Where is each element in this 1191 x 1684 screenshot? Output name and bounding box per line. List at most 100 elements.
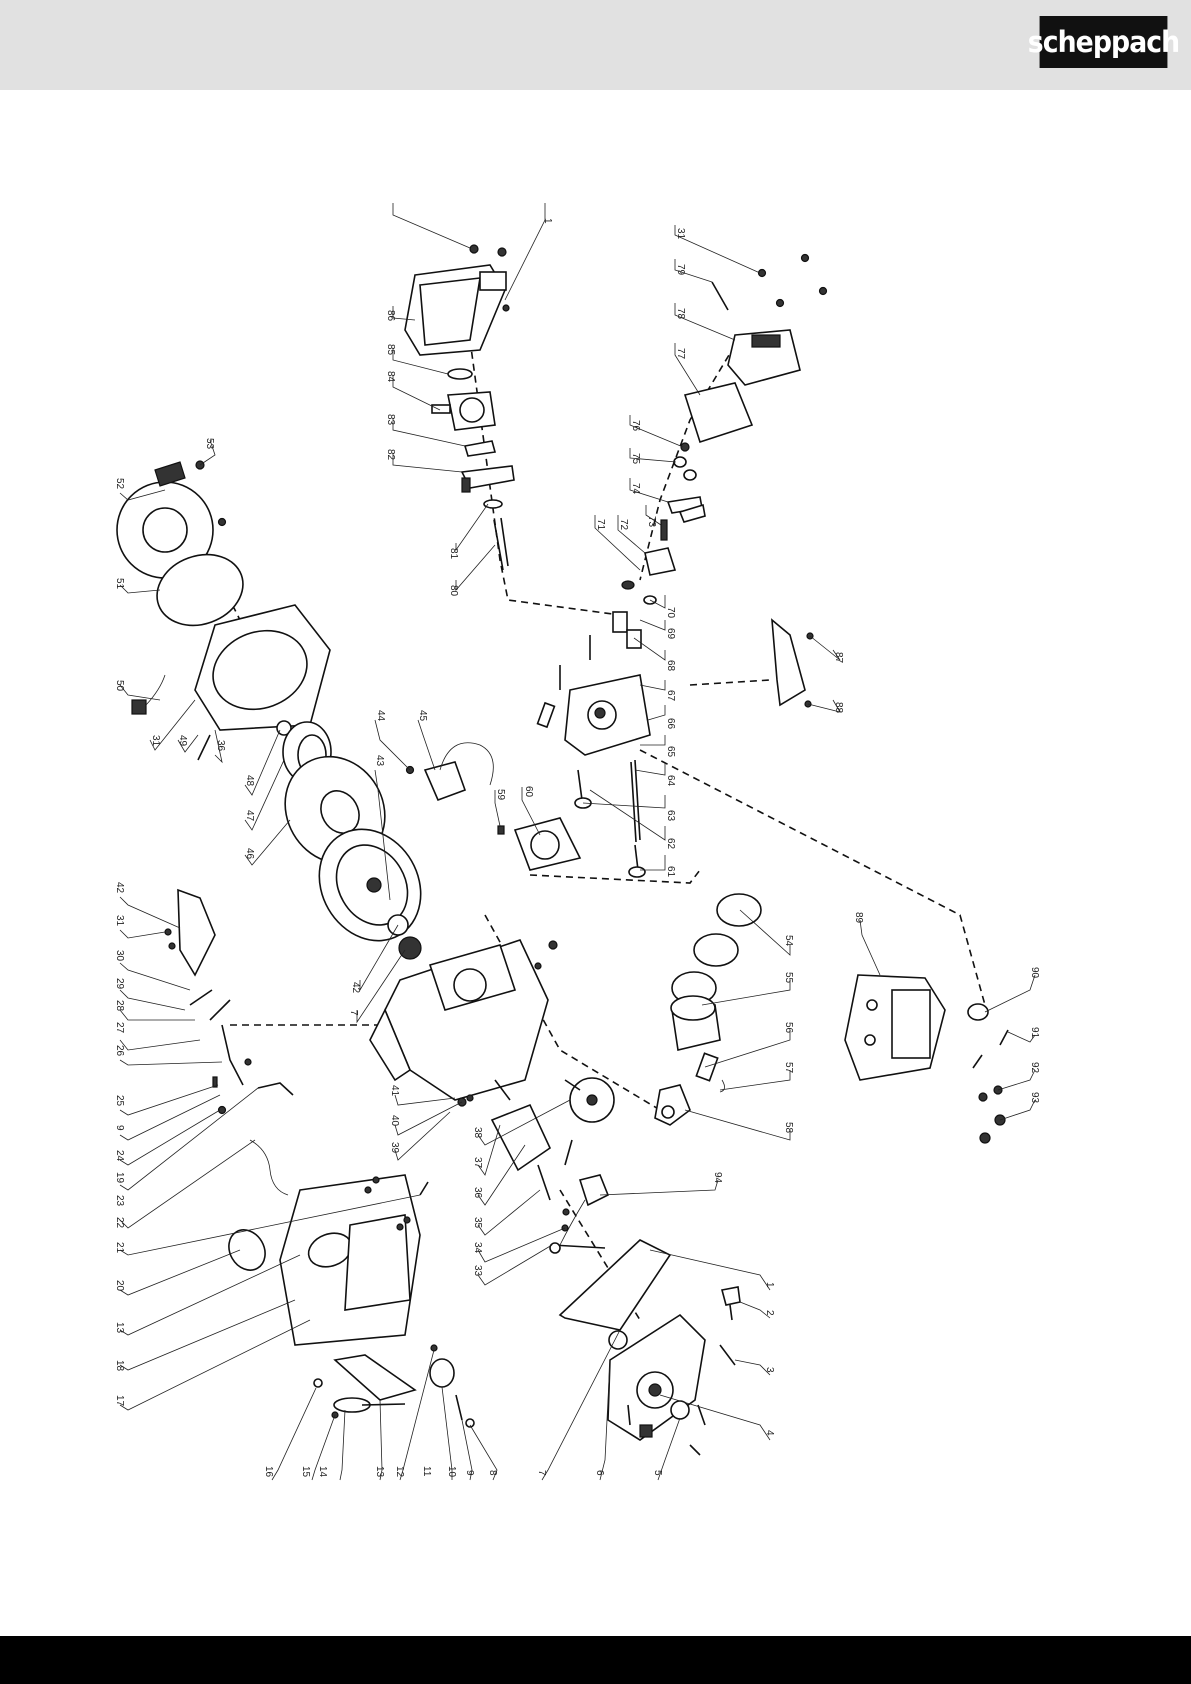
label-83: 83 [385, 414, 396, 426]
air-filter-housing [404, 244, 510, 356]
label-45: 45 [417, 710, 428, 722]
carburetor [431, 391, 496, 431]
label-9-left: 9 [114, 1125, 125, 1131]
label-61: 61 [665, 866, 676, 878]
exhaust-gasket-90 [967, 1003, 989, 1021]
dash-line-muffler [639, 749, 986, 1006]
label-81: 81 [448, 548, 459, 560]
label-36-lower: 36 [472, 1187, 483, 1199]
label-77: 77 [675, 348, 686, 360]
label-57: 57 [783, 1062, 794, 1074]
valve-cover [727, 329, 801, 386]
valve-parts-76 [673, 442, 697, 481]
cover-gasket-1 [558, 1239, 672, 1331]
label-6: 6 [594, 1470, 605, 1476]
label-10: 10 [446, 1466, 457, 1478]
head-gasket-60 [513, 817, 582, 871]
gasket-83 [463, 440, 497, 457]
seal-5 [670, 1400, 690, 1420]
label-74: 74 [630, 483, 641, 495]
label-86: 86 [385, 310, 396, 322]
label-38: 38 [472, 1127, 483, 1139]
label-37: 37 [472, 1157, 483, 1169]
label-18: 18 [114, 1360, 125, 1372]
label-51: 51 [114, 578, 125, 590]
label-71: 71 [595, 519, 606, 531]
bracket-87 [771, 618, 814, 708]
label-11: 11 [421, 1466, 432, 1477]
breather-tube-79 [711, 281, 729, 311]
label-30: 30 [114, 950, 125, 962]
label-56: 56 [783, 1022, 794, 1034]
label-49: 49 [177, 735, 188, 747]
label-20: 20 [114, 1280, 125, 1292]
label-72: 72 [618, 519, 629, 531]
label-68: 68 [665, 660, 676, 672]
cylinder-head [536, 635, 651, 756]
bolts-31 [757, 253, 828, 308]
label-67: 67 [665, 690, 676, 702]
label-35: 35 [472, 1217, 483, 1229]
crankcase-7 [369, 939, 558, 1101]
valve-cover-gasket-77 [683, 382, 754, 444]
gasket-81 [483, 499, 503, 509]
label-34: 34 [472, 1242, 483, 1254]
connecting-rod-58 [654, 1084, 691, 1126]
gasket-85 [447, 368, 473, 380]
label-48: 48 [244, 775, 255, 787]
label-31-top: 31 [675, 228, 686, 240]
starter-gasket-51 [156, 553, 244, 627]
seal-42 [387, 914, 422, 960]
push-rod-guide-72 [644, 519, 677, 576]
label-58: 58 [783, 1122, 794, 1134]
label-41: 41 [389, 1085, 400, 1097]
label-46: 46 [244, 848, 255, 860]
label-84: 84 [385, 371, 396, 383]
label-12: 12 [394, 1466, 405, 1478]
fuel-cap-20 [228, 1229, 266, 1271]
piston-55 [670, 995, 721, 1051]
label-25: 25 [114, 1095, 125, 1107]
label-64: 64 [665, 775, 676, 787]
label-33: 33 [472, 1265, 483, 1277]
label-13-bottom: 13 [374, 1466, 385, 1478]
label-31-left: 31 [114, 915, 125, 927]
label-79: 79 [675, 264, 686, 276]
lever-33 [549, 1242, 606, 1254]
crankcase-cover [607, 1313, 706, 1441]
fuel-valve-parts [313, 1354, 417, 1419]
recoil-starter [116, 460, 227, 579]
bolt-3 [719, 1344, 736, 1366]
label-55: 55 [783, 972, 794, 984]
label-2: 2 [764, 1310, 775, 1316]
ignition-coil-45 [405, 742, 494, 802]
label-40: 40 [389, 1115, 400, 1127]
fuel-tank [279, 1174, 421, 1346]
label-39: 39 [389, 1142, 400, 1154]
label-85: 85 [385, 344, 396, 356]
piston-pin-56 [695, 1052, 725, 1093]
label-91: 91 [1029, 1027, 1040, 1039]
label-47: 47 [244, 810, 255, 822]
label-52: 52 [114, 478, 125, 490]
label-59: 59 [495, 789, 506, 801]
label-42-lower: 42 [350, 982, 361, 994]
valves-63 [574, 759, 646, 878]
bolt-36 [197, 734, 211, 761]
label-21: 21 [114, 1242, 125, 1254]
label-69: 69 [665, 628, 676, 640]
dash-line-bracket [689, 679, 771, 686]
label-73: 73 [646, 516, 657, 528]
label-60: 60 [523, 786, 534, 798]
governor-assy-94 [559, 1174, 610, 1246]
fuel-filter-11 [429, 1344, 455, 1388]
dash-line-gasket [529, 869, 701, 884]
label-94: 94 [712, 1172, 723, 1184]
camshaft-38 [564, 1077, 615, 1123]
label-31-mid: 31 [150, 735, 161, 747]
label-32: 42 [114, 882, 125, 894]
label-19: 19 [114, 1172, 125, 1184]
label-88: 88 [833, 702, 844, 714]
label-36-top: 36 [215, 740, 226, 752]
